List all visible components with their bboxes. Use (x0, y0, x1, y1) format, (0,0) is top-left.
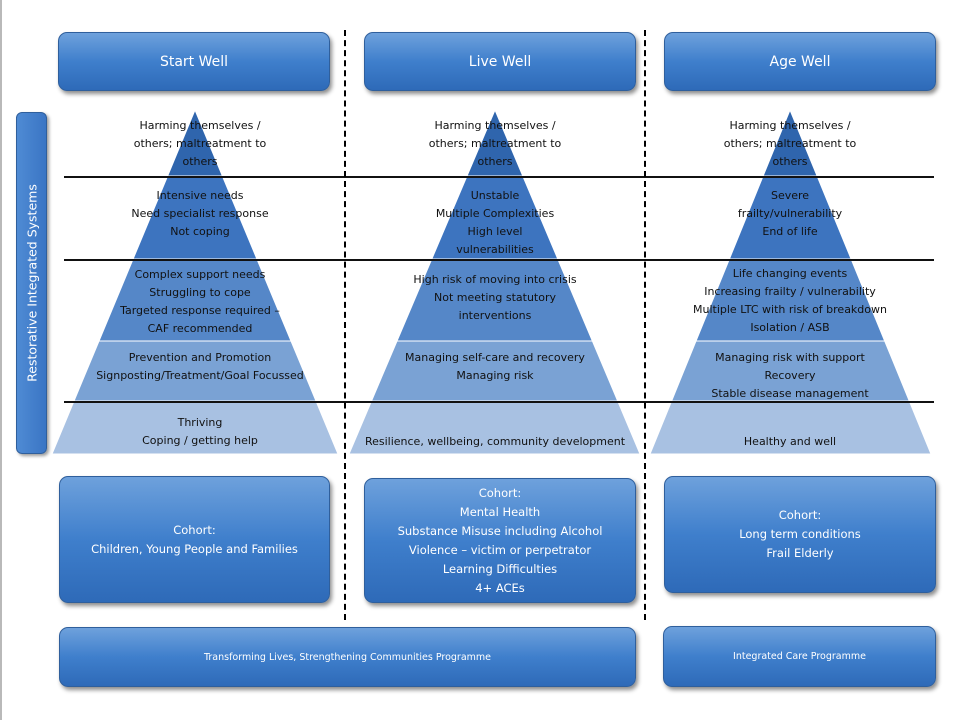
level-line: vulnerabilities (456, 243, 534, 256)
level-line: Not coping (170, 225, 230, 238)
level-line: High level (467, 225, 523, 238)
level-line: Multiple Complexities (435, 207, 555, 220)
level-line: Struggling to cope (149, 286, 251, 299)
level-line: Increasing frailty / vulnerability (704, 285, 876, 298)
level-line: Signposting/Treatment/Goal Focussed (96, 369, 304, 382)
level-line: End of life (762, 225, 818, 238)
level-line: Managing risk (456, 369, 534, 382)
level-text-live-well-5: Resilience, wellbeing, community develop… (365, 433, 625, 451)
transforming-lives-programme-label: Transforming Lives, Strengthening Commun… (203, 651, 492, 663)
level-line: Targeted response required – (120, 304, 280, 317)
cohort-item: Learning Difficulties (442, 561, 558, 576)
level-line: Recovery (764, 369, 816, 382)
level-line: CAF recommended (147, 322, 253, 335)
level-line: others; maltreatment to (133, 137, 267, 150)
level-line: Life changing events (732, 267, 848, 280)
tier-divider-middle (64, 259, 934, 261)
level-line: Not meeting statutory (434, 291, 556, 304)
tier-divider-top (64, 176, 934, 178)
header-live-well: Live Well (364, 32, 636, 91)
level-line: Coping / getting help (142, 434, 258, 447)
level-line: High risk of moving into crisis (413, 273, 577, 286)
level-line: Harming themselves / (434, 119, 556, 132)
level-text-start-well-1: Harming themselves / others; maltreatment… (134, 117, 266, 171)
transforming-lives-programme: Transforming Lives, Strengthening Commun… (59, 627, 636, 687)
restorative-integrated-systems-bar: Restorative Integrated Systems (16, 112, 47, 454)
cohort-item: Substance Misuse including Alcohol (397, 523, 603, 538)
integrated-care-programme-label: Integrated Care Programme (733, 651, 866, 662)
level-line: others; maltreatment to (723, 137, 857, 150)
level-text-live-well-1: Harming themselves / others; maltreatment… (429, 117, 561, 171)
header-start-well-label: Start Well (159, 53, 229, 70)
column-separator-right (644, 30, 646, 620)
left-border (0, 0, 2, 720)
column-separator-left (344, 30, 346, 620)
level-line: others (477, 155, 513, 168)
cohort-heading: Cohort: (173, 522, 216, 537)
level-line: others; maltreatment to (428, 137, 562, 150)
level-line: Harming themselves / (729, 119, 851, 132)
cohort-item: Long term conditions (739, 527, 861, 541)
cohort-item: Frail Elderly (766, 546, 834, 560)
level-line: others (182, 155, 218, 168)
tier-divider-bottom (64, 401, 934, 403)
level-line: Multiple LTC with risk of breakdown (693, 303, 887, 316)
cohort-item: 4+ ACEs (475, 580, 525, 595)
level-line: Managing risk with support (715, 351, 865, 364)
level-line: Resilience, wellbeing, community develop… (364, 435, 626, 448)
integrated-care-programme: Integrated Care Programme (663, 626, 936, 687)
header-start-well: Start Well (58, 32, 330, 91)
level-line: interventions (458, 309, 532, 322)
cohort-heading: Cohort: (778, 508, 822, 522)
level-line: Isolation / ASB (750, 321, 830, 334)
cohort-item: Mental Health (459, 504, 541, 519)
cohort-item: Children, Young People and Families (91, 541, 298, 556)
cohort-box-start-well: Cohort: Children, Young People and Famili… (59, 476, 330, 603)
level-line: Complex support needs (134, 268, 266, 281)
level-text-age-well-5: Healthy and well (744, 433, 836, 451)
level-line: Healthy and well (743, 435, 837, 448)
level-text-age-well-1: Harming themselves / others; maltreatment… (724, 117, 856, 171)
level-line: Unstable (470, 189, 520, 202)
cohort-item: Violence – victim or perpetrator (408, 542, 592, 557)
level-line: others (772, 155, 808, 168)
cohort-heading: Cohort: (478, 485, 522, 500)
header-age-well: Age Well (664, 32, 936, 91)
level-line: Prevention and Promotion (128, 351, 272, 364)
level-line: Managing self-care and recovery (405, 351, 585, 364)
header-age-well-label: Age Well (769, 53, 831, 70)
level-line: Severe (770, 189, 810, 202)
level-line: Need specialist response (131, 207, 269, 220)
header-live-well-label: Live Well (468, 53, 532, 70)
level-line: frailty/vulnerability (737, 207, 843, 220)
level-line: Harming themselves / (139, 119, 261, 132)
level-line: Stable disease management (711, 387, 869, 400)
level-line: Intensive needs (156, 189, 244, 202)
level-line: Thriving (177, 416, 223, 429)
